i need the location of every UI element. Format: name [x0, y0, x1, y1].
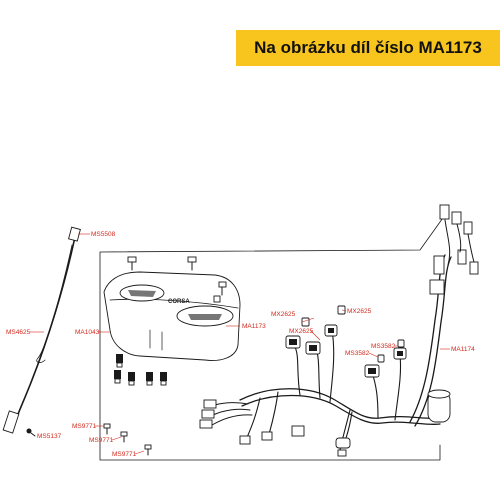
label-ms5508: MS5508	[91, 231, 116, 238]
top-connectors	[429, 204, 479, 295]
dashboard-screws	[127, 256, 227, 296]
banner-text: Na obrázku díl číslo MA1173	[254, 38, 482, 57]
label-ma1174: MA1174	[451, 346, 475, 353]
relay-cylinder	[427, 389, 451, 423]
wiring-harness	[211, 254, 452, 451]
label-mx2625-left: MX2625	[271, 311, 296, 318]
part-labels: MS5508 MS4625 MA1043 MA1173 MX2625 MX262…	[6, 231, 475, 458]
instrument-cluster: CORSA	[103, 271, 241, 361]
label-ms9771-b: MS9771	[89, 437, 114, 444]
label-mx2625-right: MX2625	[347, 308, 372, 315]
harness-connectors	[199, 399, 351, 457]
label-ma1173: MA1173	[242, 323, 266, 330]
label-ms9771-a: MS9771	[72, 423, 97, 430]
label-ms5137: MS5137	[37, 433, 62, 440]
label-ms3582-top: MS3582	[371, 343, 396, 350]
label-ms3582-bottom: MS3582	[345, 350, 370, 357]
label-mx2625-mid: MX2625	[289, 328, 314, 335]
small-screws	[26, 423, 152, 456]
leader-lines	[30, 233, 450, 455]
label-ms9771-c: MS9771	[112, 451, 137, 458]
speedometer-cable	[2, 226, 81, 434]
label-ma1043: MA1043	[75, 329, 100, 336]
label-ms4625: MS4625	[6, 329, 31, 336]
harness-sockets	[285, 305, 407, 378]
bulb-sockets	[114, 354, 167, 386]
part-number-banner: Na obrázku díl číslo MA1173	[236, 30, 500, 66]
assembly-frame	[99, 214, 446, 461]
dashboard-logo: CORSA	[168, 299, 190, 305]
